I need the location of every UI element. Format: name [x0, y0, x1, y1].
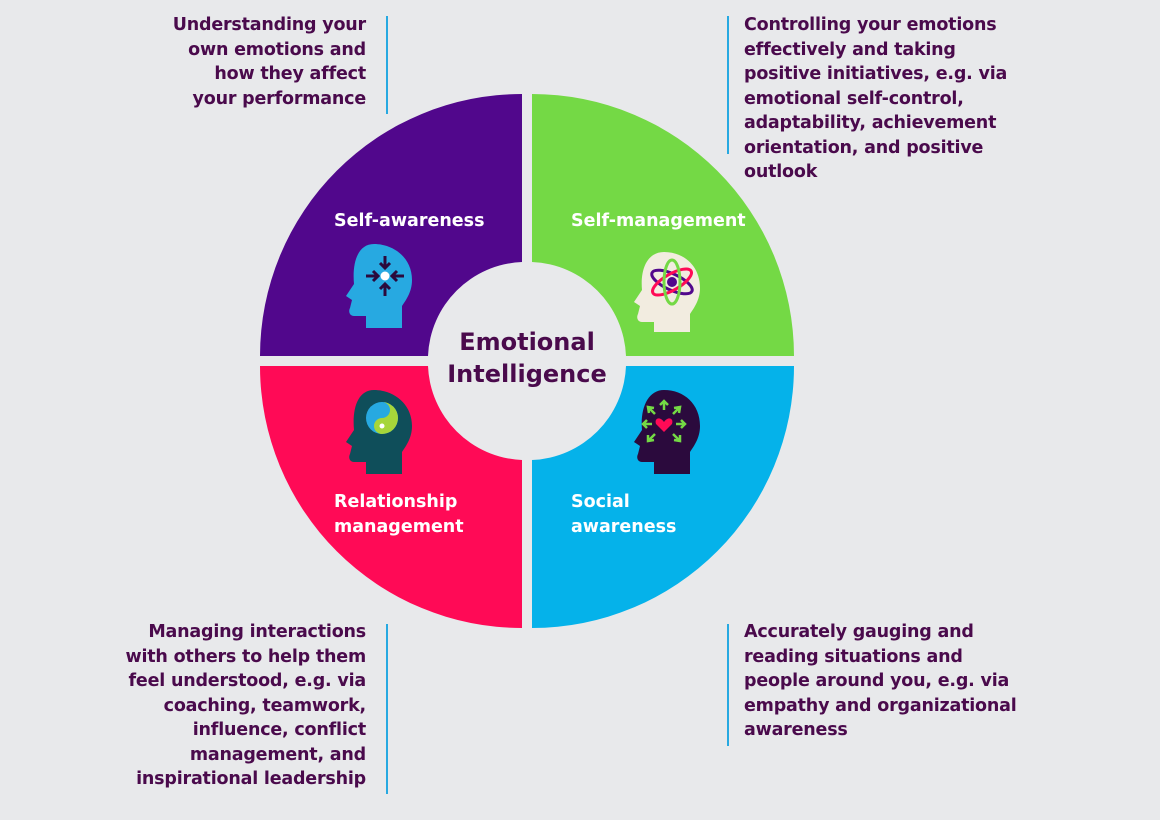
description-line: positive initiatives, e.g. via	[744, 64, 1008, 84]
center-title-line1: Emotional	[459, 328, 595, 356]
self-awareness-label: Self-awareness	[334, 211, 485, 231]
description-line: effectively and taking	[744, 39, 956, 60]
center-title-line2: Intelligence	[447, 360, 607, 388]
head-heart-arrows-icon	[634, 390, 700, 474]
description-line: emotional self-control,	[744, 88, 964, 109]
description-line: empathy and organizational	[744, 695, 1017, 716]
relationship-management-rule	[386, 624, 388, 794]
description-line: reading situations and	[744, 646, 963, 667]
center-disc	[434, 268, 620, 454]
description-line: influence, conflict	[192, 720, 366, 740]
description-line: inspirational leadership	[136, 769, 366, 789]
social-awareness-label-line2: awareness	[571, 516, 677, 537]
head-arrows-inward-icon	[346, 244, 412, 328]
description-line: Accurately gauging and	[744, 622, 974, 642]
description-line: people around you, e.g. via	[744, 671, 1010, 691]
social-awareness-label: Social awareness	[571, 490, 676, 539]
description-line: awareness	[744, 720, 848, 740]
description-line: Understanding your	[172, 15, 366, 35]
self-awareness-rule	[386, 16, 388, 114]
self-awareness-description: Understanding your own emotions and how …	[173, 13, 366, 111]
social-awareness-description: Accurately gauging and reading situation…	[744, 620, 1017, 743]
description-line: orientation, and positive	[744, 137, 984, 158]
description-line: Managing interactions	[148, 622, 366, 642]
social-awareness-rule	[727, 624, 729, 746]
self-awareness-quadrant	[260, 94, 522, 356]
social-awareness-quadrant	[532, 366, 794, 628]
relationship-management-label-line2: management	[334, 516, 464, 537]
head-atom-icon	[634, 252, 700, 332]
description-line: with others to help them	[125, 646, 367, 667]
relationship-management-quadrant	[260, 366, 522, 628]
self-management-quadrant	[532, 94, 794, 356]
self-management-description: Controlling your emotions effectively an…	[744, 13, 1007, 185]
description-line: how they affect	[214, 64, 366, 84]
center-title: Emotional Intelligence	[430, 326, 624, 390]
relationship-management-label-line1: Relationship	[334, 492, 458, 512]
relationship-management-label: Relationship management	[334, 490, 464, 539]
self-management-rule	[727, 16, 729, 154]
description-line: management, and	[189, 744, 366, 765]
social-awareness-label-line1: Social	[571, 492, 630, 512]
description-line: adaptability, achievement	[744, 113, 997, 133]
self-management-label: Self-management	[571, 211, 746, 231]
description-line: your performance	[192, 88, 367, 109]
description-line: own emotions and	[188, 39, 366, 60]
description-line: feel understood, e.g. via	[128, 671, 367, 691]
relationship-management-description: Managing interactions with others to hel…	[126, 620, 367, 792]
description-line: coaching, teamwork,	[163, 695, 367, 716]
description-line: Controlling your emotions	[744, 15, 997, 35]
head-yin-yang-icon	[346, 390, 412, 474]
description-line: outlook	[744, 162, 818, 182]
